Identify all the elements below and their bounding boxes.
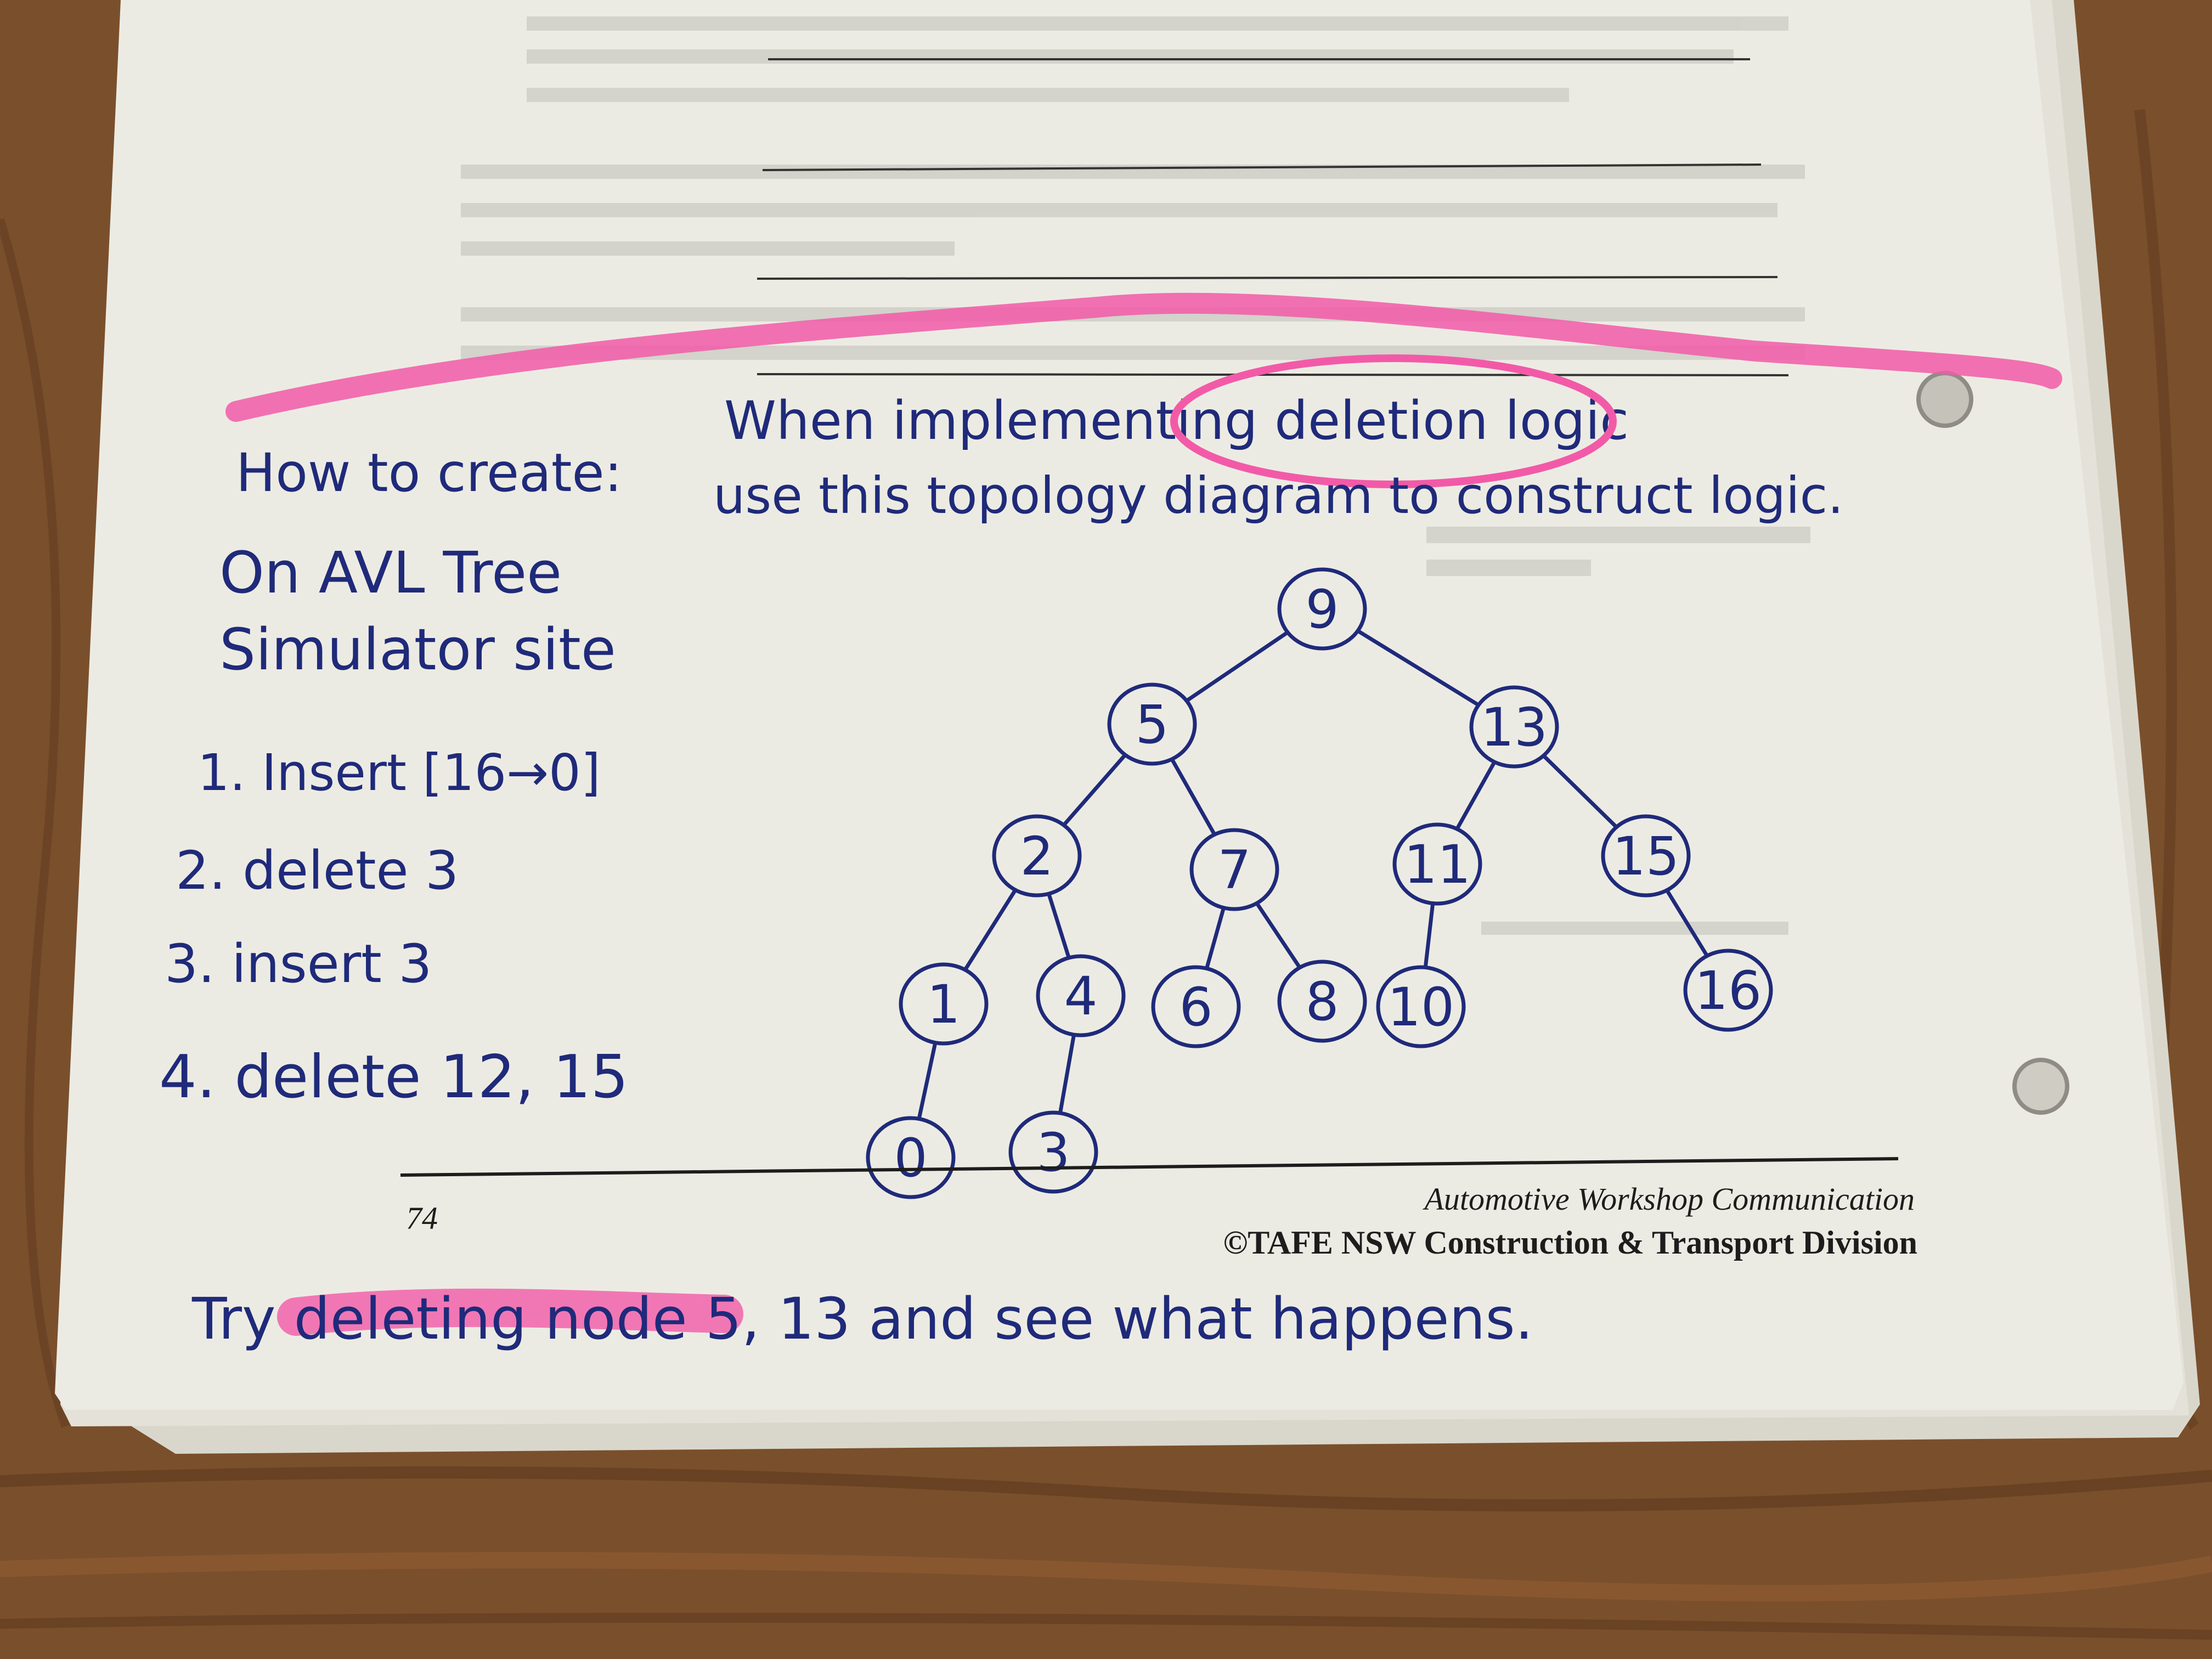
page-footer: 74 Automotive Workshop Communication ©TA… xyxy=(400,1157,1917,1261)
site-line-1: On AVL Tree xyxy=(219,539,562,606)
tree-edge-5-2 xyxy=(1062,754,1127,826)
tree-node-13: 13 xyxy=(1469,685,1559,769)
tree-node-10: 10 xyxy=(1376,965,1466,1048)
tree-node-label: 13 xyxy=(1481,697,1548,758)
tree-node-3: 3 xyxy=(1008,1110,1098,1194)
how-to-create-label: How to create: xyxy=(236,442,622,504)
tree-node-label: 1 xyxy=(927,974,960,1035)
tree-node-label: 5 xyxy=(1135,694,1169,755)
tree-edge-2-1 xyxy=(963,889,1017,970)
tree-node-label: 7 xyxy=(1217,839,1251,901)
tree-edge-7-6 xyxy=(1205,909,1226,968)
tree-edge-11-10 xyxy=(1424,905,1435,966)
tree-edge-13-11 xyxy=(1455,761,1496,830)
tree-edge-7-8 xyxy=(1255,902,1301,968)
bottom-note-text: Try deleting node 5, 13 and see what hap… xyxy=(191,1285,1533,1352)
tree-node-label: 8 xyxy=(1305,971,1339,1032)
note-highlight xyxy=(277,1288,743,1336)
course-title: Automotive Workshop Communication xyxy=(1422,1181,1915,1217)
step-2: 2. delete 3 xyxy=(176,840,459,901)
step-3: 3. insert 3 xyxy=(165,933,432,995)
highlighter-stroke xyxy=(225,292,2062,422)
punch-hole-icon xyxy=(1916,371,1973,428)
site-line-2: Simulator site xyxy=(219,616,616,683)
tree-node-15: 15 xyxy=(1601,814,1691,898)
tree-node-8: 8 xyxy=(1277,960,1367,1043)
tree-node-label: 6 xyxy=(1179,977,1212,1038)
tree-edge-1-0 xyxy=(917,1043,937,1118)
tree-edge-9-5 xyxy=(1185,630,1289,703)
page-number: 74 xyxy=(406,1200,438,1236)
tree-node-4: 4 xyxy=(1036,954,1126,1037)
tree-node-1: 1 xyxy=(899,962,989,1046)
heading-line-2: use this topology diagram to construct l… xyxy=(713,466,1843,525)
tree-node-6: 6 xyxy=(1151,965,1241,1048)
publisher-line: ©TAFE NSW Construction & Transport Divis… xyxy=(1223,1224,1917,1261)
tree-edge-9-13 xyxy=(1356,629,1480,707)
tree-edge-4-3 xyxy=(1058,1036,1076,1112)
tree-edge-2-4 xyxy=(1047,894,1070,957)
step-4: 4. delete 12, 15 xyxy=(159,1043,628,1111)
tree-edge-5-7 xyxy=(1170,759,1216,835)
handwritten-notes: When implementing deletion logic use thi… xyxy=(159,354,1843,1111)
tree-node-2: 2 xyxy=(992,814,1082,898)
tree-edge-15-16 xyxy=(1666,890,1708,956)
tree-node-0: 0 xyxy=(866,1116,956,1199)
tree-node-label: 15 xyxy=(1612,826,1679,887)
tree-node-11: 11 xyxy=(1392,822,1482,906)
step-1: 1. Insert [16→0] xyxy=(198,743,601,802)
tree-node-label: 11 xyxy=(1404,834,1471,895)
tree-node-label: 9 xyxy=(1305,579,1339,640)
tree-node-label: 16 xyxy=(1695,960,1762,1022)
avl-tree-diagram: 9 5 13 2 7 11 15 1 4 6 8 10 16 0 3 xyxy=(866,567,1773,1199)
tree-node-label: 3 xyxy=(1036,1122,1070,1183)
punch-hole-icon xyxy=(2012,1058,2069,1115)
tree-node-5: 5 xyxy=(1107,682,1197,766)
tree-node-label: 0 xyxy=(894,1127,927,1189)
tree-node-label: 4 xyxy=(1064,966,1097,1027)
tree-node-16: 16 xyxy=(1683,949,1773,1032)
tree-node-label: 10 xyxy=(1387,977,1454,1038)
tree-edge-13-15 xyxy=(1542,754,1618,829)
bottom-note: Try deleting node 5, 13 and see what hap… xyxy=(191,1285,1533,1352)
tree-node-9: 9 xyxy=(1277,567,1367,651)
tree-node-7: 7 xyxy=(1189,828,1279,911)
deletion-circle xyxy=(1170,354,1617,488)
tree-node-label: 2 xyxy=(1020,826,1053,887)
